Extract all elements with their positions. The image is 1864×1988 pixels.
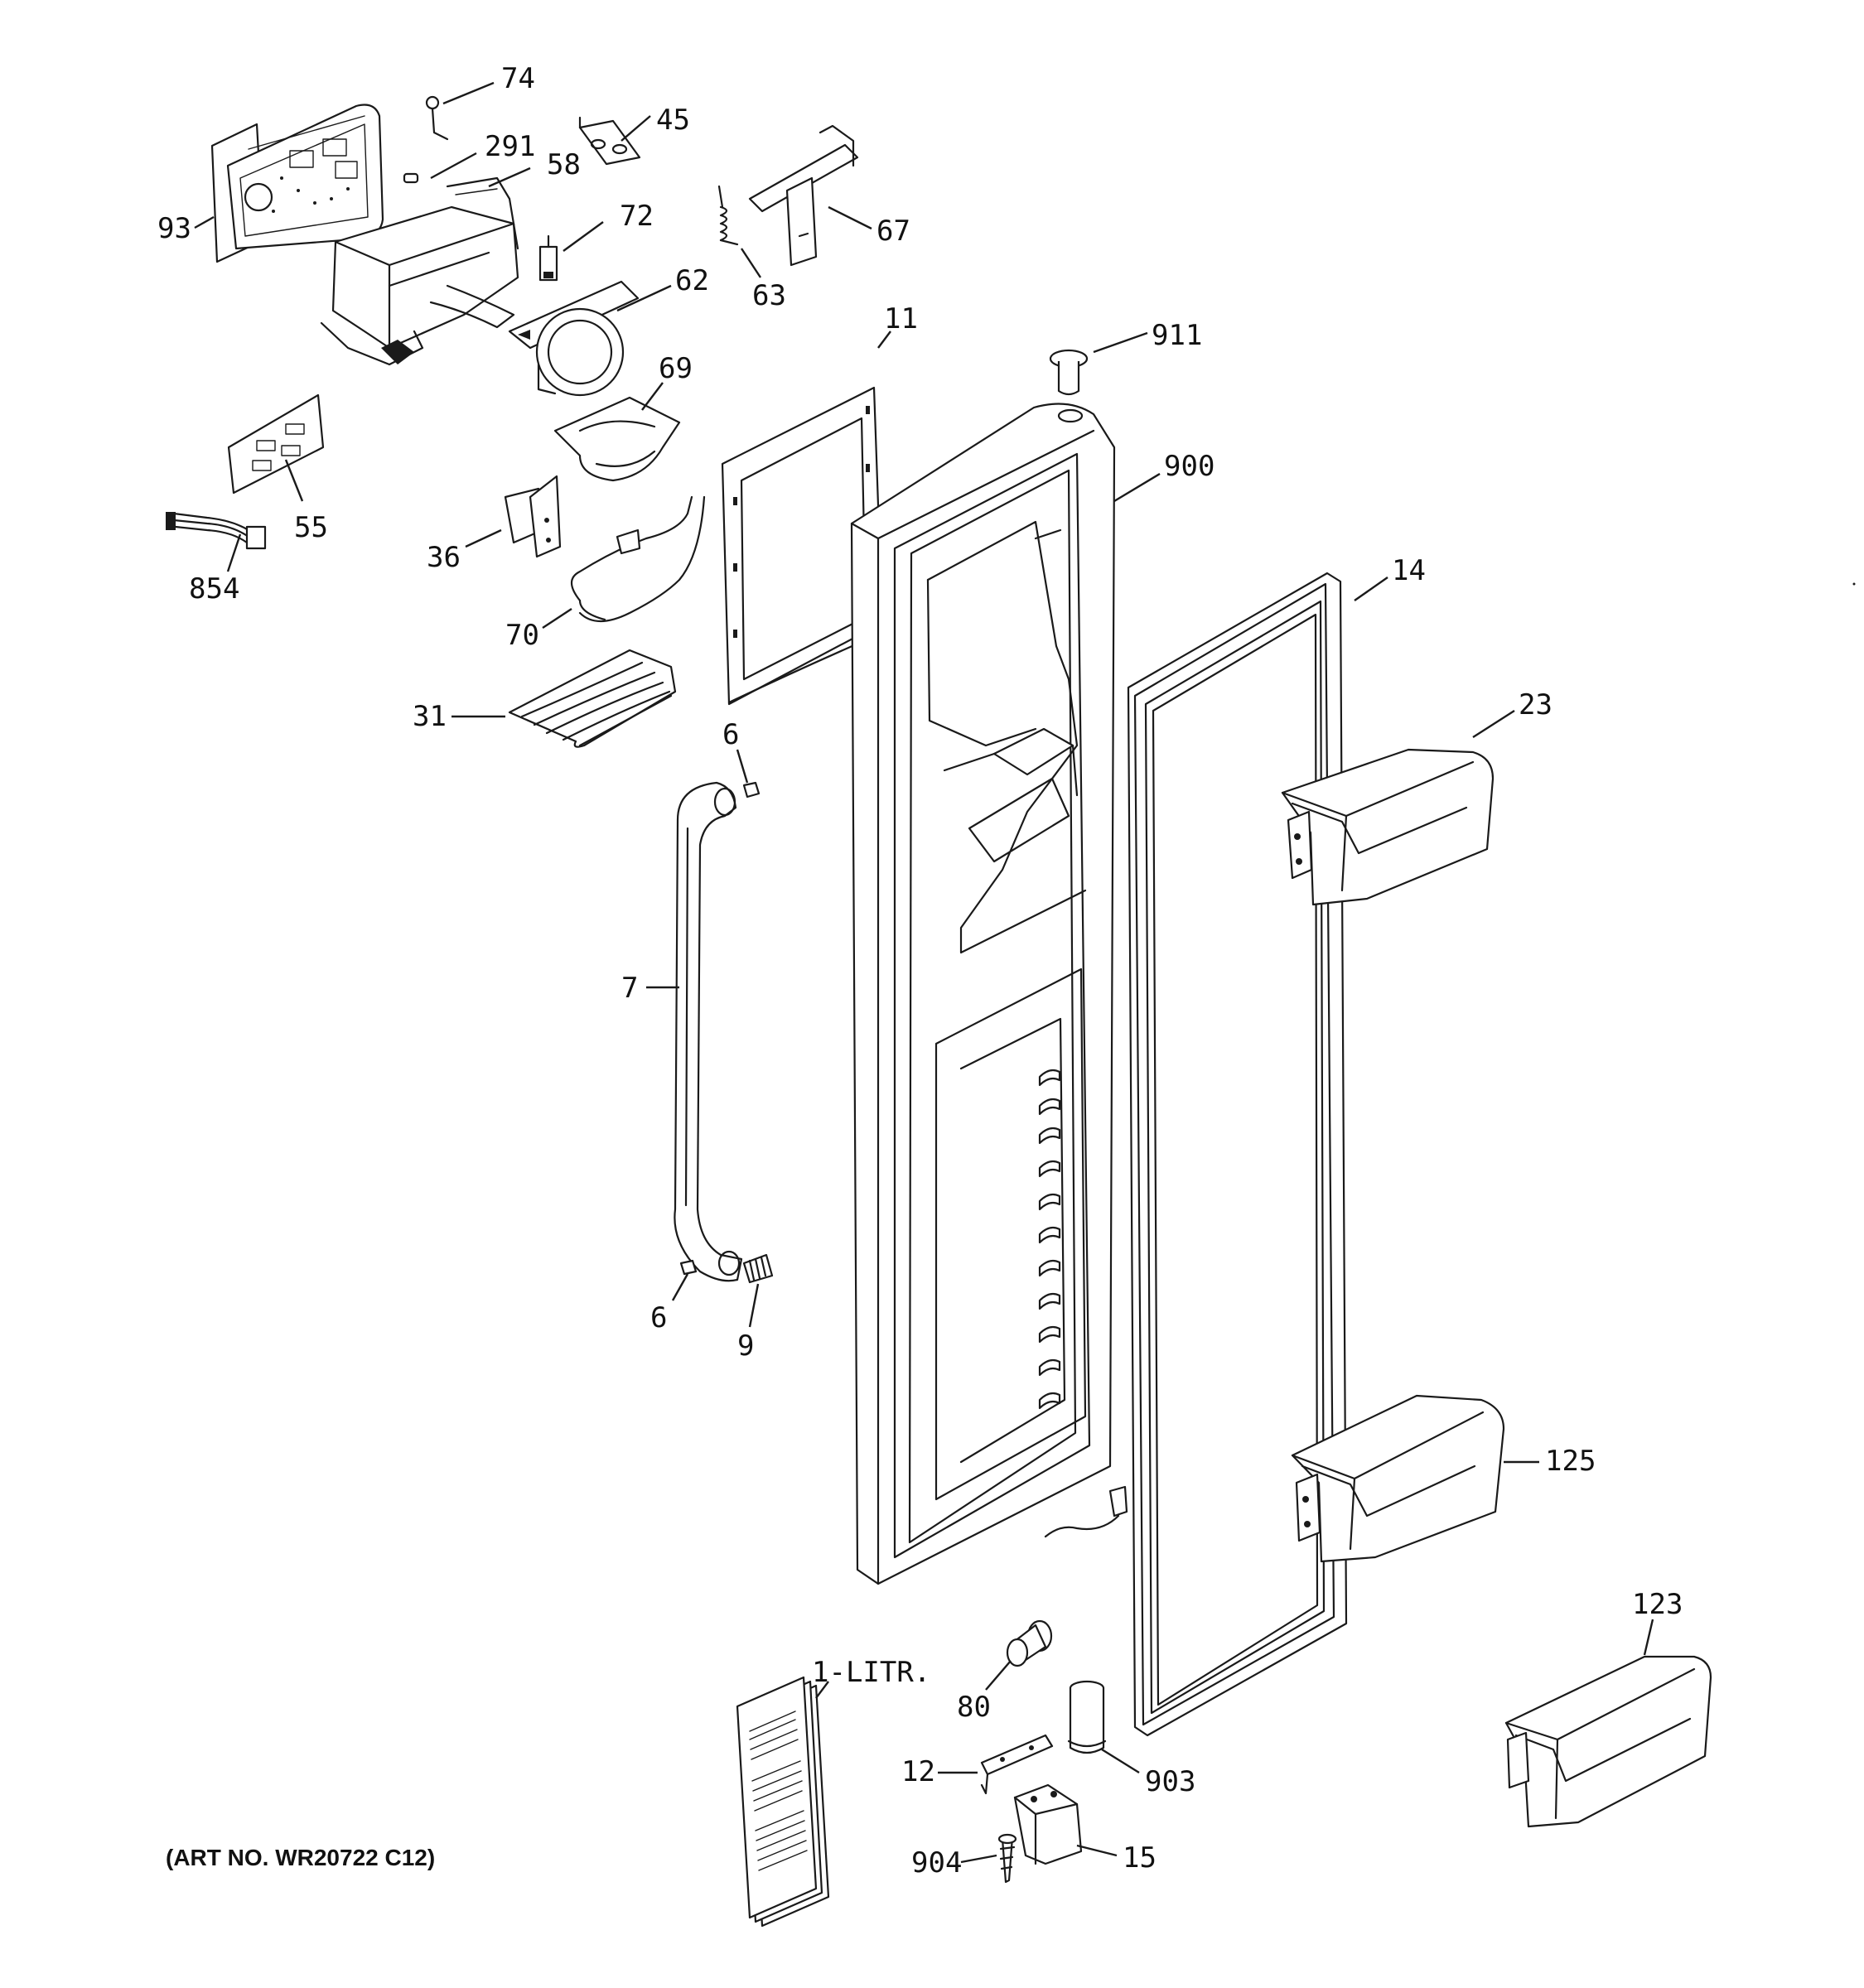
part-903-hinge-pin[interactable] (1067, 1680, 1107, 1754)
part-31-grille[interactable] (508, 649, 677, 748)
callout-69: 69 (659, 352, 693, 385)
part-36-motor-bracket[interactable] (504, 475, 562, 558)
part-6-screw-top[interactable] (742, 781, 761, 799)
part-15-hinge[interactable] (1013, 1783, 1083, 1865)
part-63-spring[interactable] (717, 185, 739, 246)
callout-11: 11 (884, 302, 918, 335)
callout-6-top: 6 (722, 718, 739, 751)
callout-45: 45 (656, 104, 690, 137)
part-72-switch[interactable] (538, 234, 558, 282)
callout-12: 12 (901, 1755, 935, 1788)
part-911-bushing[interactable] (1049, 349, 1089, 396)
callout-31: 31 (413, 700, 447, 733)
callout-74: 74 (501, 62, 535, 95)
callout-123: 123 (1632, 1588, 1683, 1621)
part-1-litr-literature[interactable] (736, 1676, 830, 1928)
callout-1-litr: 1-LITR. (812, 1656, 930, 1689)
stray-dot (1852, 582, 1856, 586)
part-62-ice-chute[interactable] (508, 280, 640, 397)
part-74-spring[interactable] (425, 95, 449, 141)
part-12-bracket[interactable] (980, 1734, 1054, 1795)
part-6-screw-bottom[interactable] (679, 1259, 698, 1276)
part-854-wire-harness[interactable] (166, 512, 267, 550)
callout-9: 9 (737, 1329, 754, 1363)
callout-67: 67 (876, 215, 910, 248)
callout-7: 7 (621, 972, 638, 1005)
callout-58: 58 (547, 148, 581, 181)
callout-15: 15 (1123, 1841, 1157, 1875)
callout-904: 904 (911, 1846, 962, 1879)
callout-93: 93 (157, 212, 191, 245)
callout-23: 23 (1519, 688, 1553, 721)
callout-900: 900 (1164, 450, 1214, 483)
part-904-screw[interactable] (997, 1833, 1017, 1884)
callout-14: 14 (1392, 554, 1426, 587)
callout-63: 63 (752, 279, 786, 312)
part-123-bin[interactable] (1504, 1655, 1712, 1828)
part-7-handle[interactable] (674, 781, 743, 1282)
callout-903: 903 (1145, 1765, 1195, 1798)
callout-125: 125 (1545, 1445, 1596, 1478)
callout-70: 70 (505, 619, 539, 652)
part-45-bracket[interactable] (578, 116, 641, 166)
callout-291: 291 (485, 130, 535, 163)
art-number: (ART NO. WR20722 C12) (166, 1845, 435, 1870)
callout-80: 80 (957, 1691, 991, 1724)
part-67-arm[interactable] (748, 124, 859, 267)
part-291-screw[interactable] (403, 172, 419, 184)
callout-62: 62 (675, 264, 709, 297)
callout-72: 72 (620, 200, 654, 233)
callout-911: 911 (1152, 319, 1202, 352)
door-shelf-clips (1038, 1069, 1061, 1410)
callout-labels: 74 291 45 58 93 72 67 63 62 11 911 69 55… (157, 62, 1683, 1879)
part-70-actuator-arm[interactable] (570, 495, 706, 622)
leader-lines (194, 81, 1654, 1864)
part-900-door[interactable] (850, 403, 1128, 1585)
part-125-door-bin[interactable] (1291, 1394, 1505, 1563)
callout-55: 55 (294, 511, 328, 544)
part-23-door-bin[interactable] (1281, 748, 1495, 906)
part-69-funnel[interactable] (553, 396, 681, 482)
callout-36: 36 (427, 541, 461, 574)
part-58-dispenser-housing[interactable] (320, 176, 519, 366)
part-9-fitting[interactable] (742, 1253, 774, 1284)
callout-854: 854 (189, 572, 239, 606)
part-14-gasket[interactable] (1127, 572, 1348, 1737)
part-55-board[interactable] (227, 393, 325, 495)
callout-6-bottom: 6 (650, 1301, 667, 1334)
part-80-plug[interactable] (1006, 1619, 1053, 1667)
